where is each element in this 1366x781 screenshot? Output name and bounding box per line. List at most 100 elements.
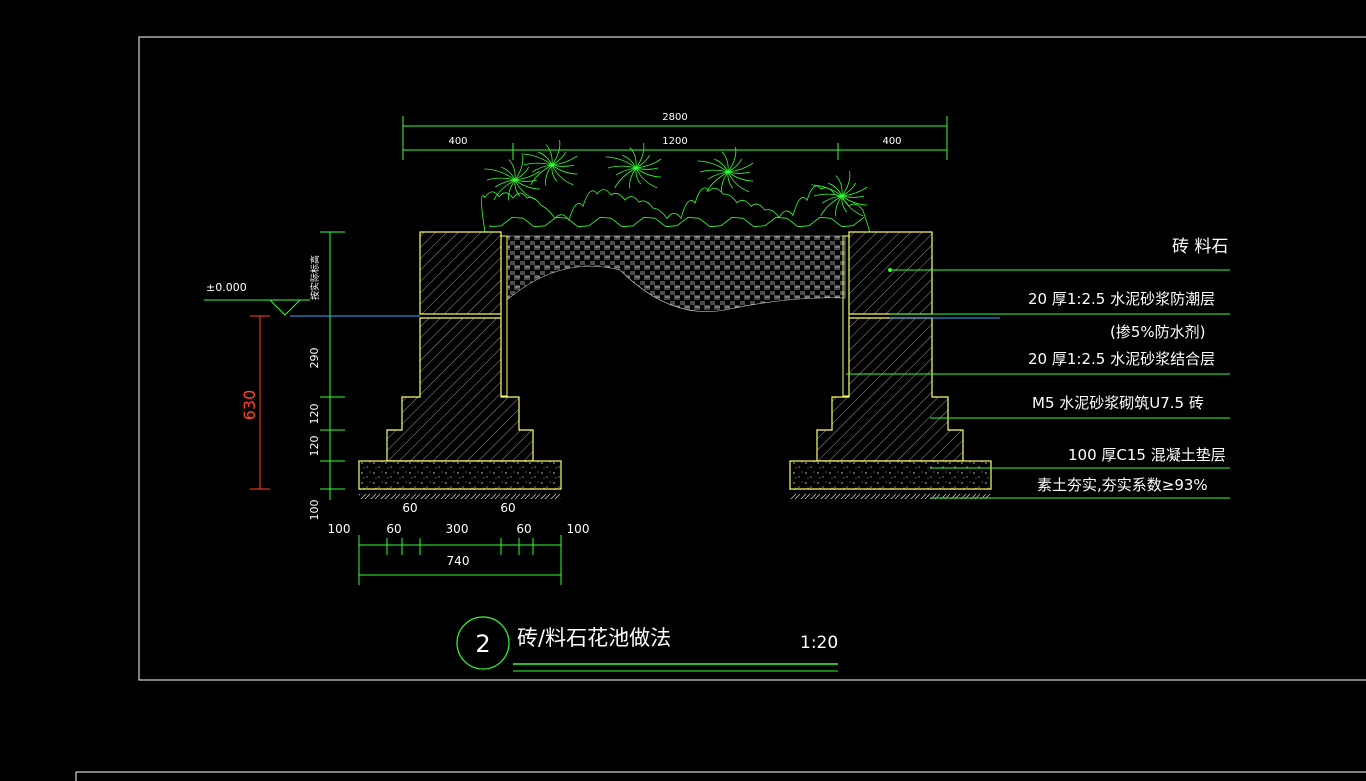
callout-compacted-soil: 素土夯实,夯实系数≥93% bbox=[1037, 476, 1208, 494]
dim-base-width: 740 bbox=[447, 554, 470, 568]
shrub-frond bbox=[727, 147, 737, 173]
planting-shrubs bbox=[481, 140, 871, 233]
dim-pad-right: 100 bbox=[567, 522, 590, 536]
shrub-frond bbox=[622, 154, 637, 169]
shrub-frond bbox=[841, 195, 868, 206]
shrub-frond bbox=[545, 144, 553, 166]
shrub-frond bbox=[635, 167, 662, 178]
shrub-frond bbox=[484, 168, 516, 181]
right-concrete-footing bbox=[789, 460, 992, 490]
callout-capstone: 砖 料石 bbox=[1172, 237, 1228, 257]
dim-120-upper: 120 bbox=[308, 404, 321, 425]
planting-soil-fill bbox=[506, 235, 846, 312]
shrub-frond bbox=[493, 179, 516, 201]
shrub-frond bbox=[508, 159, 516, 181]
right-capstone bbox=[848, 231, 933, 315]
dim-step-right: 60 bbox=[500, 501, 515, 515]
shrub-frond bbox=[635, 143, 645, 169]
shrub-frond bbox=[727, 171, 750, 193]
dim-pad-left: 100 bbox=[328, 522, 351, 536]
left-brick-wall bbox=[386, 317, 534, 462]
shrub-frond bbox=[514, 179, 521, 197]
shrub-frond bbox=[607, 165, 637, 169]
callout-leaders bbox=[846, 268, 1230, 499]
shrub-frond bbox=[551, 164, 558, 182]
shrub-frond bbox=[835, 175, 843, 197]
drawing-frame bbox=[138, 36, 1366, 681]
dim-left-wall-width: 400 bbox=[448, 136, 467, 147]
callout-waterproof-additive: (掺5%防水剂) bbox=[1110, 323, 1206, 341]
dim-100: 100 bbox=[308, 500, 321, 521]
dim-120-lower: 120 bbox=[308, 436, 321, 457]
shrub-frond bbox=[551, 164, 575, 167]
elevation-label: ±0.000 bbox=[206, 281, 247, 294]
shrub-frond bbox=[514, 166, 530, 181]
shrub-frond bbox=[523, 162, 553, 166]
shrub-frond bbox=[514, 179, 537, 201]
dim-total-depth: 630 bbox=[240, 390, 259, 421]
left-capstone bbox=[419, 231, 502, 315]
top-dimensions bbox=[402, 116, 948, 160]
dim-right-wall-width: 400 bbox=[882, 136, 901, 147]
shrub-frond bbox=[727, 171, 754, 182]
right-compacted-soil bbox=[790, 489, 991, 499]
dim-step-left: 60 bbox=[402, 501, 417, 515]
depth-note: 按实际标高 bbox=[309, 255, 321, 300]
shrub-frond bbox=[635, 154, 651, 169]
shrub-frond bbox=[531, 164, 553, 173]
shrub-frond bbox=[551, 151, 567, 166]
dim-60-left: 60 bbox=[386, 522, 401, 536]
shrub-frond bbox=[841, 195, 864, 217]
shrub-frond bbox=[551, 164, 578, 175]
shrub-frond bbox=[697, 160, 729, 173]
shrub-frond bbox=[727, 162, 754, 173]
shrub-frond bbox=[614, 167, 637, 189]
callout-concrete-bed: 100 厚C15 混凝土垫层 bbox=[1068, 446, 1226, 464]
shrub-frond bbox=[538, 151, 553, 166]
detail-number-circle bbox=[456, 616, 510, 670]
dim-60-right: 60 bbox=[516, 522, 531, 536]
shrub-frond bbox=[721, 151, 729, 173]
shrub-frond bbox=[508, 179, 516, 201]
shrub-frond bbox=[501, 166, 516, 181]
shrub-frond bbox=[635, 158, 662, 169]
left-compacted-soil bbox=[359, 489, 561, 499]
shrub-frond bbox=[605, 156, 637, 169]
left-render-layer bbox=[500, 235, 508, 397]
shrub-frond bbox=[635, 167, 659, 170]
shrub-frond bbox=[545, 164, 553, 186]
shrub-frond bbox=[551, 155, 578, 166]
shrub-frond bbox=[820, 195, 843, 217]
shrub-frond bbox=[841, 195, 848, 213]
shrub-frond bbox=[707, 171, 729, 180]
shrub-frond bbox=[635, 167, 642, 185]
shrub-frond bbox=[514, 155, 524, 181]
dim-overall-width: 2800 bbox=[662, 112, 687, 123]
dim-290: 290 bbox=[308, 348, 321, 369]
shrub-frond bbox=[727, 158, 743, 173]
shrub-frond bbox=[514, 179, 541, 190]
shrub-frond bbox=[530, 164, 553, 186]
shrub-frond bbox=[813, 193, 843, 197]
detail-scale: 1:20 bbox=[800, 633, 838, 653]
shrub-frond bbox=[727, 171, 751, 174]
shrub-frond bbox=[828, 182, 843, 197]
left-wall bbox=[358, 231, 562, 499]
shrub-frond bbox=[841, 195, 865, 198]
shrub-frond bbox=[486, 177, 516, 181]
shrub-frond bbox=[514, 179, 538, 182]
callout-brick-masonry: M5 水泥砂浆砌筑U7.5 砖 bbox=[1032, 394, 1204, 412]
bottom-dimensions bbox=[358, 535, 562, 585]
left-dimensions bbox=[204, 231, 420, 500]
shrub-canopy-outline bbox=[481, 185, 871, 233]
shrub-frond bbox=[841, 186, 868, 197]
shrub-frond bbox=[551, 140, 561, 166]
shrub-frond bbox=[841, 182, 857, 197]
right-brick-wall bbox=[816, 317, 964, 462]
shrub-ground-cover bbox=[489, 216, 865, 228]
shrub-frond bbox=[514, 170, 541, 181]
callout-damp-proof-layer: 20 厚1:2.5 水泥砂浆防潮层 bbox=[1028, 290, 1215, 308]
shrub-frond bbox=[551, 164, 574, 186]
shrub-frond bbox=[629, 167, 637, 189]
